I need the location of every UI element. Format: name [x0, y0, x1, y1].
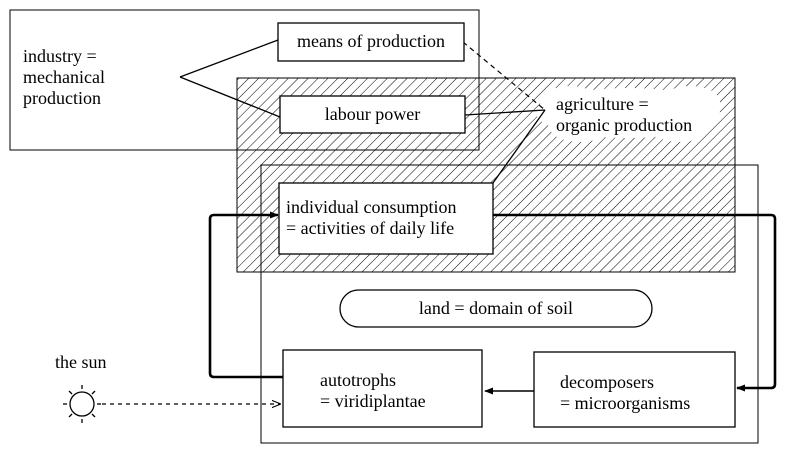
industry-line-2: mechanical	[23, 67, 105, 87]
industry-to-labour-line	[179, 76, 281, 118]
consumption-to-agriculture-line	[492, 109, 546, 184]
land-domain-frame	[260, 164, 759, 444]
labour-power-label: labour power	[324, 104, 421, 124]
agriculture-line-1: agriculture =	[556, 94, 649, 114]
autotrophs-line-1: autotrophs	[320, 370, 396, 390]
labour-power-box	[279, 95, 466, 134]
industry-to-means-line	[179, 39, 279, 78]
industry-frame	[9, 9, 480, 151]
consumption-line-2: = activities of daily life	[286, 218, 455, 238]
land-label: land = domain of soil	[418, 298, 574, 318]
decomposers-line-2: = microorganisms	[560, 393, 691, 413]
agriculture-cloud	[536, 86, 720, 142]
industry-line-3: production	[23, 88, 101, 108]
means-of-production-box	[277, 22, 465, 62]
individual-consumption-box	[278, 182, 494, 255]
agriculture-label: agriculture = organic production	[556, 94, 692, 136]
sun-icon	[63, 385, 101, 423]
agriculture-line-2: organic production	[556, 115, 693, 135]
industry-label: industry = mechanical production	[23, 46, 105, 109]
autotrophs-to-consumption-arrow	[208, 211, 283, 379]
autotrophs-label: autotrophs = viridiplantae	[320, 370, 426, 412]
sun-label: the sun	[55, 352, 107, 372]
autotrophs-line-2: = viridiplantae	[320, 391, 426, 411]
land-pill	[339, 289, 653, 328]
consumption-line-1: individual consumption	[286, 197, 457, 217]
means-of-production-label: means of production	[297, 31, 445, 51]
industry-line-1: industry =	[23, 46, 97, 66]
decomposers-label: decomposers = microorganisms	[560, 372, 690, 414]
consumption-to-decomposers-arrow	[493, 213, 777, 392]
individual-consumption-label: individual consumption = activities of d…	[286, 197, 457, 239]
labour-to-agriculture-line	[464, 109, 546, 116]
autotrophs-box	[282, 349, 483, 428]
decomposers-line-1: decomposers	[560, 372, 654, 392]
decomposers-box	[533, 351, 736, 428]
